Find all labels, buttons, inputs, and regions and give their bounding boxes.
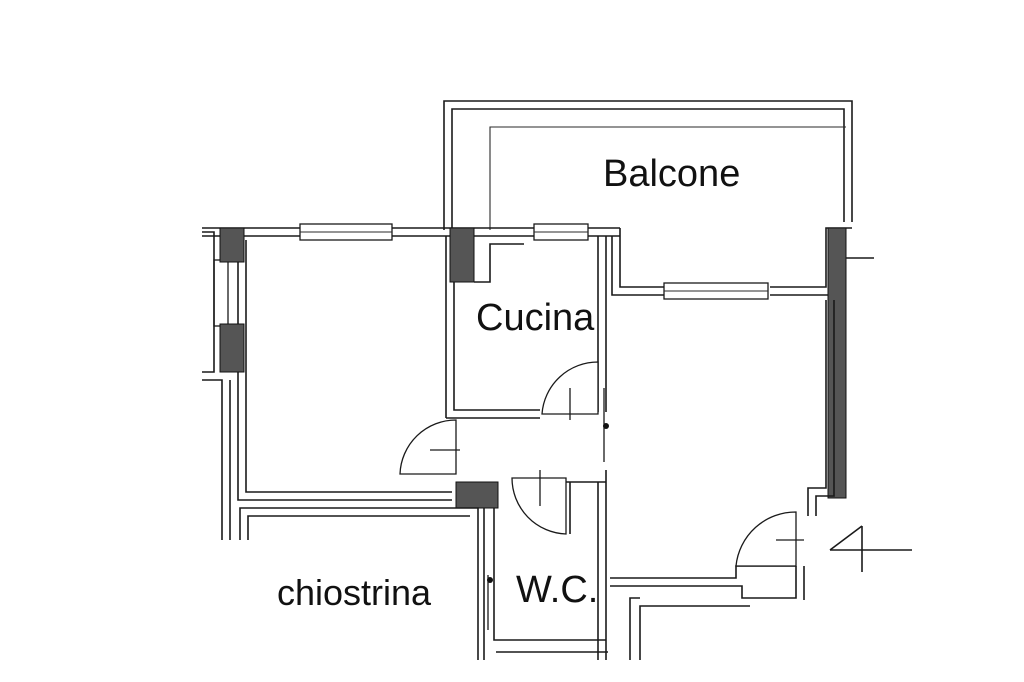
pillar-kitchen <box>449 227 475 283</box>
door-entrance <box>735 511 797 567</box>
door-kitchen <box>541 361 599 415</box>
room-label-balcone: Balcone <box>603 153 741 195</box>
pillar-left <box>219 323 245 373</box>
room-label-wc: W.C. <box>516 569 599 611</box>
left-exterior-wall <box>202 231 452 540</box>
lower-right-wall <box>629 597 750 660</box>
pillar-top-left <box>219 227 245 263</box>
room-label-cucina: Cucina <box>476 297 595 339</box>
doors <box>399 361 804 567</box>
balcony-railing <box>443 100 853 230</box>
window-left <box>213 259 229 327</box>
chiostrina-wall <box>239 507 479 660</box>
room-label-chiostrina: chiostrina <box>277 572 432 613</box>
door-bedroom <box>399 419 457 475</box>
pillar-right <box>827 227 847 499</box>
entrance-arrow <box>829 525 912 572</box>
pillars <box>219 227 847 509</box>
pillar-wc <box>455 481 499 509</box>
door-wc <box>511 477 567 535</box>
